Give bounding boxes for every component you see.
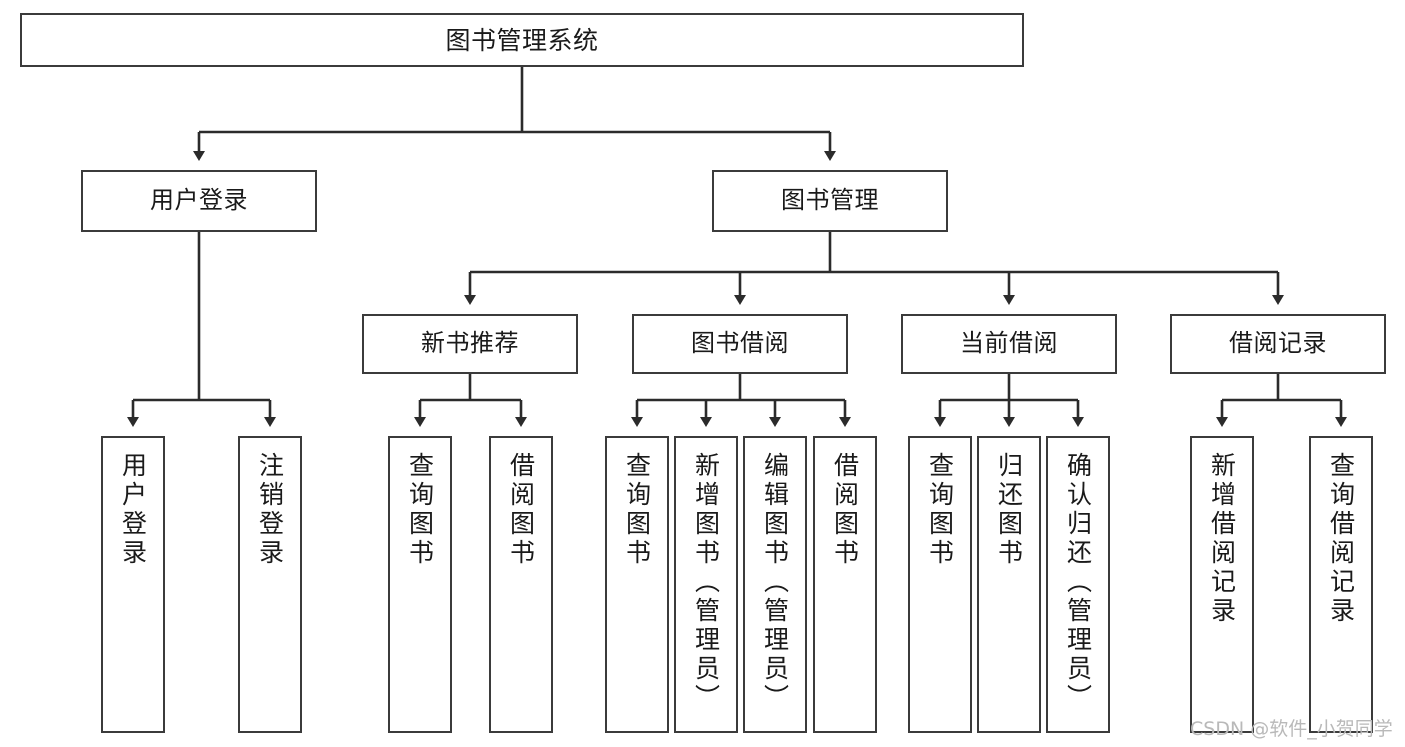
node-book-borrow[interactable]: 图书借阅 [632,314,848,374]
leaf-book-borrow-1[interactable]: 新增图书（管理员） [674,436,738,733]
node-new-book-recommend[interactable]: 新书推荐 [362,314,578,374]
node-book-management-label: 图书管理 [781,186,879,215]
leaf-user-login-0[interactable]: 用户登录 [101,436,165,733]
leaf-current-borrow-2-label: 确认归还（管理员） [1063,452,1093,713]
leaf-current-borrow-0[interactable]: 查询图书 [908,436,972,733]
node-book-borrow-label: 图书借阅 [691,329,789,358]
leaf-new-book-0[interactable]: 查询图书 [388,436,452,733]
leaf-book-borrow-2[interactable]: 编辑图书（管理员） [743,436,807,733]
leaf-new-book-0-label: 查询图书 [405,452,435,568]
leaf-book-borrow-0-label: 查询图书 [622,452,652,568]
leaf-current-borrow-1-label: 归还图书 [994,452,1024,568]
leaf-current-borrow-1[interactable]: 归还图书 [977,436,1041,733]
node-borrow-record-label: 借阅记录 [1229,329,1327,358]
node-new-book-recommend-label: 新书推荐 [421,329,519,358]
leaf-book-borrow-0[interactable]: 查询图书 [605,436,669,733]
leaf-new-book-1[interactable]: 借阅图书 [489,436,553,733]
leaf-user-login-0-label: 用户登录 [118,452,148,568]
leaf-book-borrow-3[interactable]: 借阅图书 [813,436,877,733]
node-borrow-record[interactable]: 借阅记录 [1170,314,1386,374]
leaf-user-login-1-label: 注销登录 [255,452,285,568]
leaf-book-borrow-2-label: 编辑图书（管理员） [760,452,790,713]
node-user-login[interactable]: 用户登录 [81,170,317,232]
node-user-login-label: 用户登录 [150,186,248,215]
node-current-borrow-label: 当前借阅 [960,329,1058,358]
leaf-borrow-record-1-label: 查询借阅记录 [1326,452,1356,626]
leaf-current-borrow-0-label: 查询图书 [925,452,955,568]
node-root-label: 图书管理系统 [445,25,599,55]
watermark: CSDN @软件_小贺同学 [1190,718,1393,740]
leaf-borrow-record-0-label: 新增借阅记录 [1207,452,1237,626]
node-book-management[interactable]: 图书管理 [712,170,948,232]
node-root[interactable]: 图书管理系统 [20,13,1024,67]
node-current-borrow[interactable]: 当前借阅 [901,314,1117,374]
leaf-current-borrow-2[interactable]: 确认归还（管理员） [1046,436,1110,733]
leaf-book-borrow-3-label: 借阅图书 [830,452,860,568]
leaf-borrow-record-1[interactable]: 查询借阅记录 [1309,436,1373,733]
leaf-borrow-record-0[interactable]: 新增借阅记录 [1190,436,1254,733]
leaf-book-borrow-1-label: 新增图书（管理员） [691,452,721,713]
leaf-user-login-1[interactable]: 注销登录 [238,436,302,733]
leaf-new-book-1-label: 借阅图书 [506,452,536,568]
